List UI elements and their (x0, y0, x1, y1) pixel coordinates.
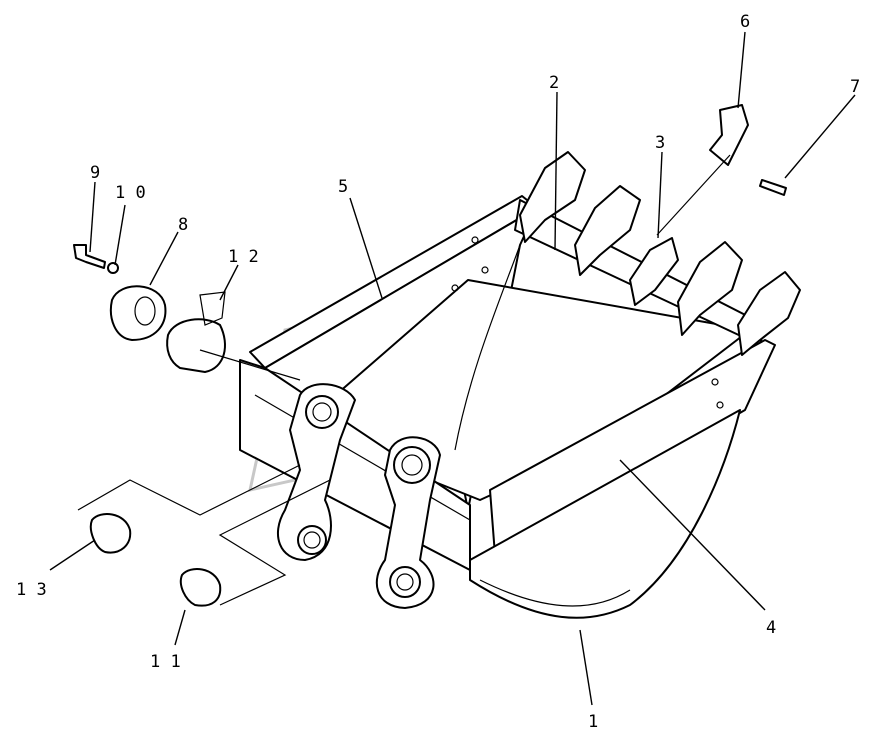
bucket-teeth (519, 151, 801, 356)
tooth-5 (737, 271, 801, 356)
tooth-4 (677, 241, 743, 336)
phantom-line-5 (454, 244, 521, 451)
callout-8: 8 (178, 215, 188, 235)
callout-labels: 1 2 3 4 5 6 7 8 9 1 0 1 1 1 2 1 3 (16, 12, 860, 732)
phantom-line-13 (77, 464, 301, 516)
callout-2: 2 (549, 73, 559, 93)
part-10-washer (107, 262, 119, 274)
callout-7: 7 (850, 77, 860, 97)
callout-6: 6 (740, 12, 750, 32)
tooth-1 (519, 151, 586, 243)
phantom-line-12 (199, 349, 301, 381)
bucket-wrapper (469, 409, 741, 619)
left-lug (276, 383, 356, 561)
part-13-bushing (89, 513, 132, 554)
callout-12: 1 2 (228, 247, 259, 267)
part-6-tooth-tip (709, 104, 749, 166)
callout-11: 1 1 (150, 652, 181, 672)
part-8-boss (110, 285, 167, 341)
part-11-bushing (179, 568, 222, 607)
right-side-plate (489, 339, 776, 556)
part-12-shim (166, 318, 226, 373)
callout-13: 1 3 (16, 580, 47, 600)
callout-4: 4 (766, 618, 776, 638)
exploded-parts (73, 104, 787, 607)
phantom-line-11 (218, 479, 331, 606)
callout-1: 1 (588, 712, 598, 732)
phantom-line-3 (656, 154, 731, 236)
bucket-body (239, 195, 776, 619)
tooth-2 (574, 185, 641, 276)
callout-5: 5 (338, 177, 348, 197)
callout-10: 1 0 (115, 183, 146, 203)
leader-lines (49, 31, 856, 706)
part-7-pin (759, 179, 787, 196)
callout-3: 3 (655, 133, 665, 153)
part-9-bolt (73, 244, 106, 269)
right-lug (375, 436, 441, 609)
callout-9: 9 (90, 163, 100, 183)
tooth-3 (629, 237, 679, 306)
